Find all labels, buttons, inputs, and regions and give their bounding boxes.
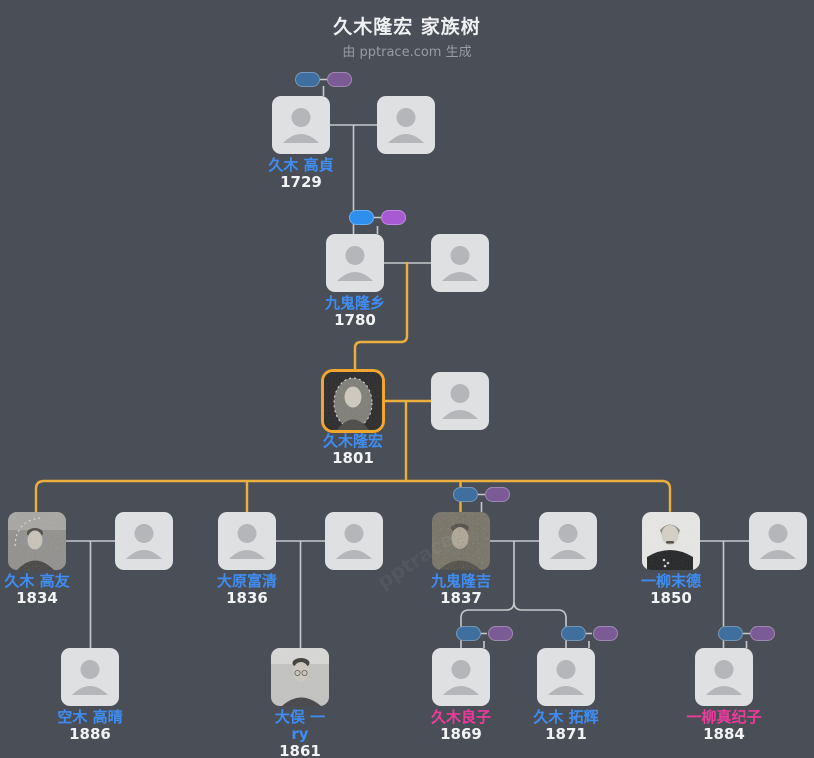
person-label: 久木 高友 1834: [0, 573, 96, 607]
person-name: 久木 高貞: [268, 156, 334, 174]
person-name: 久木 拓辉: [533, 708, 599, 726]
badge-stub: [320, 78, 328, 96]
person-card-g5-c1[interactable]: [61, 648, 119, 706]
person-label: 一柳末德 1850: [612, 573, 730, 607]
mother-link-badge[interactable]: [381, 210, 406, 225]
avatar-placeholder-icon: [548, 660, 584, 695]
portrait-photo: [432, 512, 490, 570]
person-name: 一柳真纪子: [686, 708, 762, 726]
person-name: 九鬼隆吉: [430, 572, 491, 590]
person-label: 久木 拓辉 1871: [507, 709, 625, 743]
person-card-g5-c5[interactable]: [695, 648, 753, 706]
person-card-g5-c3[interactable]: [432, 648, 490, 706]
mother-link-badge[interactable]: [750, 626, 775, 641]
father-link-badge[interactable]: [456, 626, 481, 641]
person-card-g1-spouse[interactable]: [377, 96, 435, 154]
sibling-rail: [34, 479, 672, 514]
person-card-g3-spouse[interactable]: [431, 372, 489, 430]
person-name: 大原富清: [216, 572, 277, 590]
person-year: 1836: [226, 589, 268, 607]
parent-child-connector: [460, 541, 515, 648]
person-label: 大原富清 1836: [188, 573, 306, 607]
person-year: 1729: [280, 173, 322, 191]
badge-stub: [743, 632, 750, 648]
mother-link-badge[interactable]: [327, 72, 352, 87]
person-name: 久木良子: [430, 708, 491, 726]
person-label: 久木良子 1869: [402, 709, 520, 743]
person-label: 久木 高貞 1729: [242, 157, 360, 191]
person-name: 大俣 一ry: [274, 708, 326, 743]
person-card-g4-c3-spouse[interactable]: [539, 512, 597, 570]
father-link-badge[interactable]: [349, 210, 374, 225]
person-year: 1837: [440, 589, 482, 607]
avatar-placeholder-icon: [126, 524, 162, 559]
father-link-badge[interactable]: [718, 626, 743, 641]
person-card-g1-main[interactable]: [272, 96, 330, 154]
person-year: 1871: [545, 725, 587, 743]
person-year: 1834: [16, 589, 58, 607]
person-label: 空木 高晴 1886: [31, 709, 149, 743]
person-year: 1801: [332, 449, 374, 467]
mother-link-badge[interactable]: [593, 626, 618, 641]
avatar-placeholder-icon: [229, 524, 265, 559]
person-year: 1886: [69, 725, 111, 743]
father-link-badge[interactable]: [295, 72, 320, 87]
avatar-placeholder-icon: [337, 246, 373, 281]
avatar-placeholder-icon: [336, 524, 372, 559]
mother-link-badge[interactable]: [488, 626, 513, 641]
page-subtitle: 由 pptrace.com 生成: [342, 45, 472, 60]
avatar-placeholder-icon: [550, 524, 586, 559]
person-card-g4-c3[interactable]: [432, 512, 490, 570]
person-name: 久木 高友: [4, 572, 70, 590]
person-label: 久木隆宏 1801: [294, 433, 412, 467]
person-card-g3-main[interactable]: [324, 372, 382, 430]
avatar-placeholder-icon: [388, 108, 424, 143]
avatar-placeholder-icon: [283, 108, 319, 143]
person-name: 一柳末德: [640, 572, 701, 590]
person-year: 1850: [650, 589, 692, 607]
person-name: 久木隆宏: [322, 432, 383, 450]
portrait-photo: [271, 648, 329, 706]
person-year: 1861: [279, 742, 321, 758]
portrait-photo: [642, 512, 700, 570]
person-card-g5-c4[interactable]: [537, 648, 595, 706]
person-card-g4-c4[interactable]: [642, 512, 700, 570]
lineage-connector: [353, 261, 409, 374]
mother-link-badge[interactable]: [485, 487, 510, 502]
avatar-placeholder-icon: [442, 246, 478, 281]
person-name: 空木 高晴: [57, 708, 123, 726]
avatar-placeholder-icon: [706, 660, 742, 695]
father-link-badge[interactable]: [453, 487, 478, 502]
person-card-g4-c4-spouse[interactable]: [749, 512, 807, 570]
person-card-g5-c2[interactable]: [271, 648, 329, 706]
parent-child-connector: [513, 601, 567, 648]
person-label: 一柳真纪子 1884: [665, 709, 783, 743]
person-label: 九鬼隆吉 1837: [402, 573, 520, 607]
person-year: 1884: [703, 725, 745, 743]
person-label: 大俣 一ry 1861: [268, 709, 332, 758]
person-card-g2-main[interactable]: [326, 234, 384, 292]
avatar-placeholder-icon: [760, 524, 796, 559]
person-card-g4-c2[interactable]: [218, 512, 276, 570]
portrait-photo: [8, 512, 66, 570]
avatar-placeholder-icon: [443, 660, 479, 695]
person-year: 1780: [334, 311, 376, 329]
badge-stub: [586, 632, 592, 648]
avatar-placeholder-icon: [72, 660, 108, 695]
person-card-g4-c2-spouse[interactable]: [325, 512, 383, 570]
avatar-placeholder-icon: [442, 384, 478, 419]
person-card-g4-c1-spouse[interactable]: [115, 512, 173, 570]
badge-stub: [478, 493, 485, 512]
person-label: 九鬼隆乡 1780: [296, 295, 414, 329]
person-name: 九鬼隆乡: [324, 294, 385, 312]
portrait-photo: [324, 372, 382, 430]
father-link-badge[interactable]: [561, 626, 586, 641]
badge-stub: [374, 216, 381, 234]
person-card-g2-spouse[interactable]: [431, 234, 489, 292]
person-card-g4-c1[interactable]: [8, 512, 66, 570]
person-year: 1869: [440, 725, 482, 743]
page-title: 久木隆宏 家族树: [333, 16, 481, 38]
badge-stub: [481, 632, 487, 648]
